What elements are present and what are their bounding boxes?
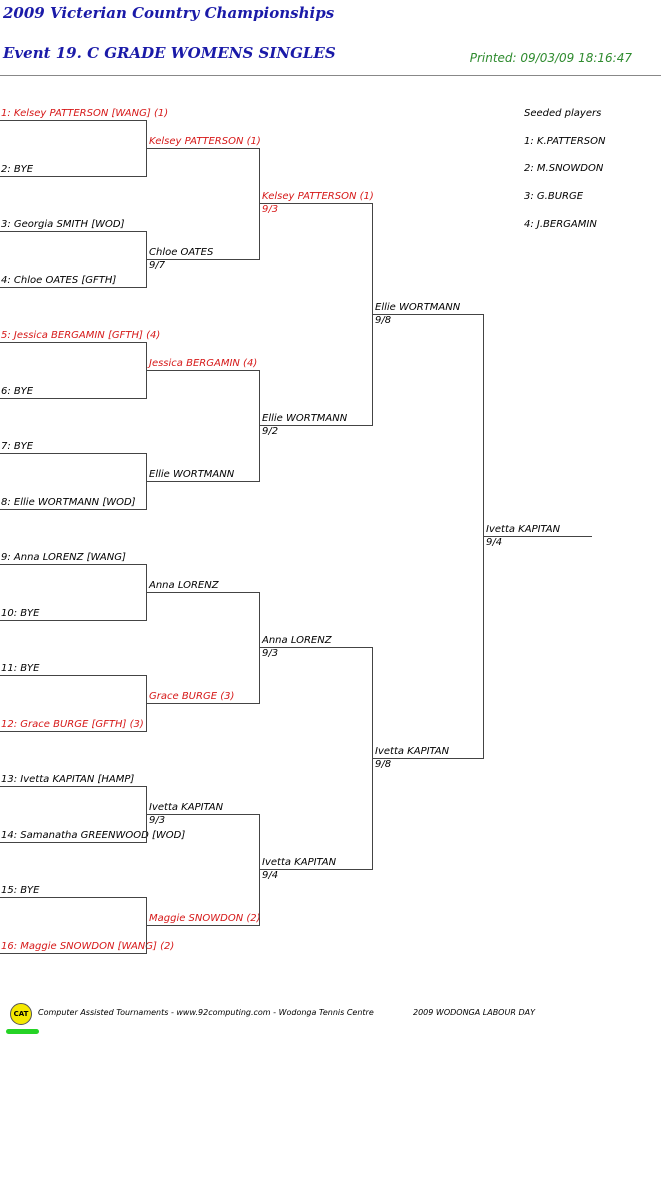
- winner-name: Chloe OATES: [149, 246, 214, 258]
- bracket-connector: [146, 231, 147, 288]
- entrant-label: 1: Kelsey PATTERSON [WANG] (1): [1, 108, 169, 119]
- bracket-line: [146, 481, 259, 482]
- bracket-line: [372, 758, 483, 759]
- winner-name: Anna LORENZ: [149, 579, 219, 591]
- printed-timestamp: Printed: 09/03/09 18:16:47: [469, 51, 632, 65]
- winner-name: Ellie WORTMANN: [262, 413, 348, 425]
- bracket-line: [0, 287, 146, 288]
- entrant-label: 4: Chloe OATES [GFTH]: [1, 274, 117, 286]
- match-score: 9/3: [262, 648, 279, 660]
- tournament-title: 2009 Victerian Country Championships: [3, 4, 335, 22]
- bracket-connector: [146, 897, 147, 954]
- bracket-line: [259, 647, 372, 648]
- winner-name: Anna LORENZ: [262, 635, 332, 647]
- bracket-connector: [483, 314, 484, 759]
- bracket-connector: [146, 564, 147, 621]
- bracket-line: [146, 592, 259, 593]
- bracket-connector: [372, 647, 373, 870]
- entrant-label: 12: Grace BURGE [GFTH] (3): [1, 718, 144, 730]
- match-score: 9/3: [149, 814, 166, 826]
- winner-name: Jessica BERGAMIN (4): [149, 357, 258, 369]
- bracket-connector: [259, 370, 260, 482]
- seed-item: 2: M.SNOWDON: [524, 163, 604, 174]
- match-score: 9/2: [262, 426, 279, 438]
- final-score: 9/4: [486, 537, 503, 549]
- entrant-label: 16: Maggie SNOWDON [WANG] (2): [1, 940, 175, 952]
- entrant-label: 5: Jessica BERGAMIN [GFTH] (4): [1, 330, 161, 341]
- bracket-line: [0, 731, 146, 732]
- entrant-label: 13: Ivetta KAPITAN [HAMP]: [1, 774, 135, 785]
- bracket-line: [0, 509, 146, 510]
- bracket-line: [483, 536, 592, 537]
- bracket-line: [0, 231, 146, 232]
- entrant-label: 7: BYE: [1, 441, 34, 452]
- seed-item: 4: J.BERGAMIN: [524, 219, 597, 230]
- bracket-line: [146, 370, 259, 371]
- entrant-label: 15: BYE: [1, 885, 40, 896]
- entrant-label: 2: BYE: [1, 163, 34, 175]
- bracket-line: [0, 453, 146, 454]
- header-divider: [0, 75, 661, 76]
- winner-name: Ellie WORTMANN: [149, 468, 235, 480]
- bracket-connector: [259, 148, 260, 260]
- bracket-line: [259, 869, 372, 870]
- match-score: 9/3: [262, 204, 279, 216]
- match-score: 9/7: [149, 259, 166, 271]
- bracket-connector: [146, 786, 147, 843]
- footer-event: 2009 WODONGA LABOUR DAY: [413, 1008, 535, 1017]
- winner-name: Ellie WORTMANN: [375, 302, 461, 314]
- bracket-connector: [146, 675, 147, 732]
- bracket-connector: [372, 203, 373, 426]
- bracket-connector: [259, 592, 260, 704]
- bracket-line: [259, 425, 372, 426]
- bracket-line: [146, 814, 259, 815]
- bracket-line: [0, 120, 146, 121]
- bracket-line: [0, 342, 146, 343]
- winner-name: Grace BURGE (3): [149, 690, 235, 702]
- winner-name: Kelsey PATTERSON (1): [262, 191, 374, 203]
- entrant-label: 14: Samanatha GREENWOOD [WOD]: [1, 829, 186, 841]
- match-score: 9/8: [375, 315, 392, 327]
- champion-name: Ivetta KAPITAN: [486, 524, 561, 536]
- entrant-label: 10: BYE: [1, 607, 40, 619]
- winner-name: Kelsey PATTERSON (1): [149, 135, 261, 147]
- cat-logo: CAT: [10, 1003, 32, 1025]
- bracket-line: [0, 786, 146, 787]
- bracket-line: [0, 897, 146, 898]
- event-title: Event 19. C GRADE WOMENS SINGLES: [3, 44, 336, 62]
- bracket-line: [0, 842, 146, 843]
- winner-name: Maggie SNOWDON (2): [149, 912, 261, 924]
- bracket-line: [0, 564, 146, 565]
- footer-credit: Computer Assisted Tournaments - www.92co…: [38, 1008, 374, 1017]
- seeded-players-heading: Seeded players: [524, 108, 602, 119]
- bracket-line: [146, 925, 259, 926]
- bracket-line: [0, 620, 146, 621]
- seed-item: 1: K.PATTERSON: [524, 136, 606, 147]
- bracket-line: [146, 703, 259, 704]
- winner-name: Ivetta KAPITAN: [149, 801, 224, 813]
- bracket-line: [0, 398, 146, 399]
- bracket-connector: [146, 120, 147, 177]
- bracket-line: [259, 203, 372, 204]
- entrant-label: 9: Anna LORENZ [WANG]: [1, 552, 126, 563]
- entrant-label: 8: Ellie WORTMANN [WOD]: [1, 496, 136, 508]
- entrant-label: 11: BYE: [1, 663, 40, 674]
- bracket-line: [0, 675, 146, 676]
- logo-underline: [6, 1029, 39, 1034]
- bracket-connector: [259, 814, 260, 926]
- bracket-connector: [146, 342, 147, 399]
- entrant-label: 3: Georgia SMITH [WOD]: [1, 219, 125, 230]
- entrant-label: 6: BYE: [1, 385, 34, 397]
- bracket-line: [146, 148, 259, 149]
- match-score: 9/4: [262, 870, 279, 882]
- bracket-line: [0, 176, 146, 177]
- winner-name: Ivetta KAPITAN: [262, 857, 337, 869]
- bracket-line: [0, 953, 146, 954]
- winner-name: Ivetta KAPITAN: [375, 746, 450, 758]
- match-score: 9/8: [375, 759, 392, 771]
- bracket-line: [146, 259, 259, 260]
- bracket-connector: [146, 453, 147, 510]
- bracket-line: [372, 314, 483, 315]
- seed-item: 3: G.BURGE: [524, 191, 584, 202]
